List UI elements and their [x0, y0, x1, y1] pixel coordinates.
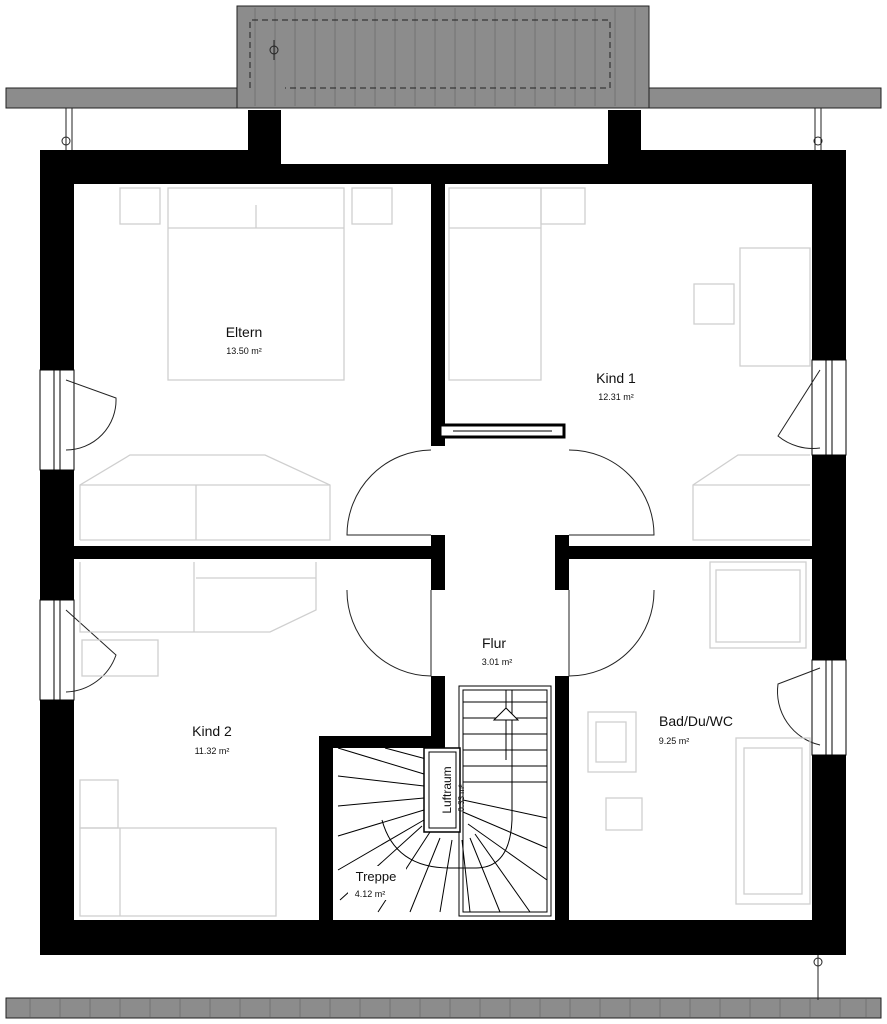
room-area-treppe: 4.12 m² [355, 889, 386, 899]
luftraum-void [423, 747, 461, 833]
room-area-kind1: 12.31 m² [598, 392, 634, 402]
room-area-eltern: 13.50 m² [226, 346, 262, 356]
room-label-kind1: Kind 1 12.31 m² [596, 370, 636, 402]
roof-bottom [5, 955, 882, 1019]
room-name-eltern: Eltern [226, 324, 263, 340]
room-area-bad: 9.25 m² [659, 736, 690, 746]
room-area-flur: 3.01 m² [482, 657, 513, 667]
room-label-luftraum: Luftraum 0.33 m² [440, 766, 466, 813]
staircase [337, 685, 552, 917]
room-area-kind2: 11.32 m² [195, 746, 230, 756]
corridor-doors [346, 449, 655, 677]
room-label-kind2: Kind 2 11.32 m² [192, 723, 232, 756]
room-name-luftraum: Luftraum [440, 766, 454, 813]
room-label-bad: Bad/Du/WC 9.25 m² [659, 713, 733, 746]
furniture [79, 187, 811, 917]
roof-top [5, 5, 882, 109]
downpipe-symbols [61, 108, 823, 150]
room-name-flur: Flur [482, 635, 506, 651]
room-name-treppe: Treppe [356, 869, 397, 884]
room-label-eltern: Eltern 13.50 m² [226, 324, 263, 356]
walls [40, 110, 846, 955]
room-label-flur: Flur 3.01 m² [482, 635, 513, 667]
room-name-bad: Bad/Du/WC [659, 713, 733, 729]
windows [39, 359, 847, 756]
room-label-treppe: Treppe 4.12 m² [348, 866, 406, 900]
room-area-luftraum: 0.33 m² [457, 784, 466, 811]
room-name-kind2: Kind 2 [192, 723, 232, 739]
room-name-kind1: Kind 1 [596, 370, 636, 386]
